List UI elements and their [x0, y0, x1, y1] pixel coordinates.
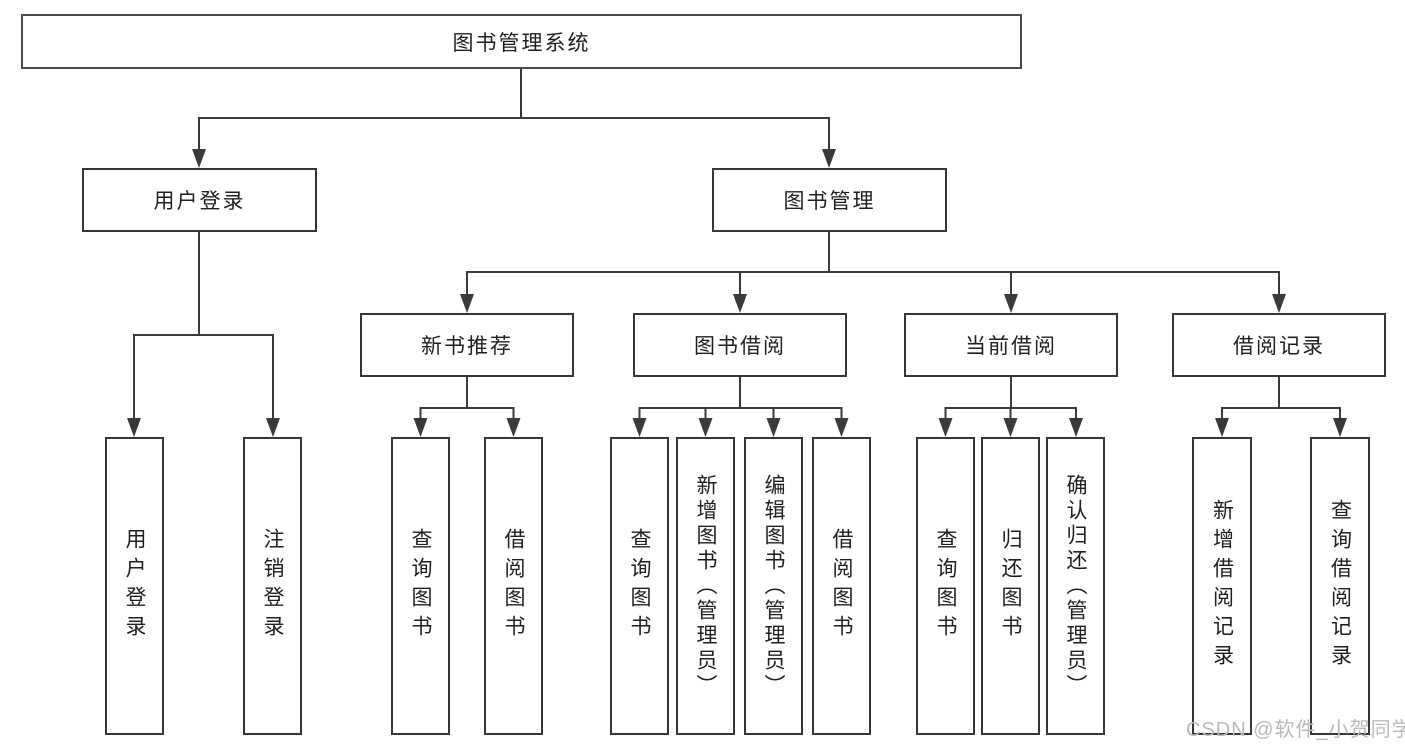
leaf-borrow-books: 借阅图书: [812, 437, 871, 735]
node-current-borrowing-label: 当前借阅: [965, 335, 1057, 358]
leaf-edit-books-admin-label: 编辑图书（管理员）: [762, 473, 785, 699]
arrowhead-down-icon: [822, 149, 836, 168]
leaf-recommend-query-books-label: 查询图书: [409, 528, 432, 644]
csdn-watermark: CSDN @软件_小贺同学: [1186, 719, 1405, 741]
arrowhead-down-icon: [1215, 418, 1229, 437]
leaf-recommend-borrow-books: 借阅图书: [484, 437, 543, 735]
node-current-borrowing: 当前借阅: [904, 313, 1118, 377]
leaf-borrow-books-label: 借阅图书: [830, 528, 853, 644]
arrowhead-down-icon: [460, 294, 474, 313]
leaf-user-login-label: 用户登录: [123, 528, 146, 644]
node-user-login: 用户登录: [82, 168, 317, 232]
arrowhead-down-icon: [632, 418, 647, 437]
arrowhead-down-icon: [733, 294, 747, 313]
leaf-logout-label: 注销登录: [261, 528, 284, 644]
node-borrowing-records: 借阅记录: [1172, 313, 1386, 377]
leaf-return-books-label: 归还图书: [999, 528, 1022, 644]
node-new-book-recommend-label: 新书推荐: [421, 335, 513, 358]
leaf-add-borrow-record-label: 新增借阅记录: [1210, 499, 1234, 673]
arrowhead-down-icon: [938, 418, 953, 437]
leaf-add-books-admin-label: 新增图书（管理员）: [694, 473, 717, 699]
arrowhead-down-icon: [192, 149, 206, 168]
arrowhead-down-icon: [266, 418, 280, 437]
arrowhead-down-icon: [698, 418, 713, 437]
arrowhead-down-icon: [1003, 418, 1018, 437]
leaf-borrowing-query-books-label: 查询图书: [628, 528, 651, 644]
leaf-add-books-admin: 新增图书（管理员）: [676, 437, 735, 735]
leaf-user-login: 用户登录: [105, 437, 164, 735]
leaf-query-borrow-record: 查询借阅记录: [1310, 437, 1370, 735]
leaf-query-borrow-record-label: 查询借阅记录: [1328, 499, 1352, 673]
node-new-book-recommend: 新书推荐: [360, 313, 574, 377]
node-book-management: 图书管理: [712, 168, 947, 232]
node-book-borrowing-label: 图书借阅: [694, 335, 786, 358]
arrowhead-down-icon: [127, 418, 141, 437]
node-user-login-label: 用户登录: [153, 190, 246, 213]
node-borrowing-records-label: 借阅记录: [1233, 335, 1325, 358]
leaf-recommend-query-books: 查询图书: [391, 437, 450, 735]
arrowhead-down-icon: [766, 418, 781, 437]
leaf-borrowing-query-books: 查询图书: [610, 437, 669, 735]
arrowhead-down-icon: [506, 418, 521, 437]
arrowhead-down-icon: [413, 418, 428, 437]
arrowhead-down-icon: [1333, 418, 1347, 437]
node-book-borrowing: 图书借阅: [633, 313, 847, 377]
arrowhead-down-icon: [1069, 418, 1083, 437]
node-book-management-label: 图书管理: [783, 190, 876, 213]
arrowhead-down-icon: [834, 418, 849, 437]
leaf-confirm-return-admin: 确认归还（管理员）: [1046, 437, 1105, 735]
leaf-add-borrow-record: 新增借阅记录: [1192, 437, 1252, 735]
leaf-logout: 注销登录: [243, 437, 302, 735]
leaf-current-query-books-label: 查询图书: [934, 528, 957, 644]
node-root-label: 图书管理系统: [452, 31, 591, 55]
node-root: 图书管理系统: [21, 14, 1022, 69]
leaf-recommend-borrow-books-label: 借阅图书: [502, 528, 525, 644]
leaf-confirm-return-admin-label: 确认归还（管理员）: [1064, 473, 1087, 699]
arrowhead-down-icon: [1272, 294, 1286, 313]
arrowhead-down-icon: [1004, 294, 1018, 313]
leaf-edit-books-admin: 编辑图书（管理员）: [744, 437, 803, 735]
leaf-return-books: 归还图书: [981, 437, 1040, 735]
leaf-current-query-books: 查询图书: [916, 437, 975, 735]
